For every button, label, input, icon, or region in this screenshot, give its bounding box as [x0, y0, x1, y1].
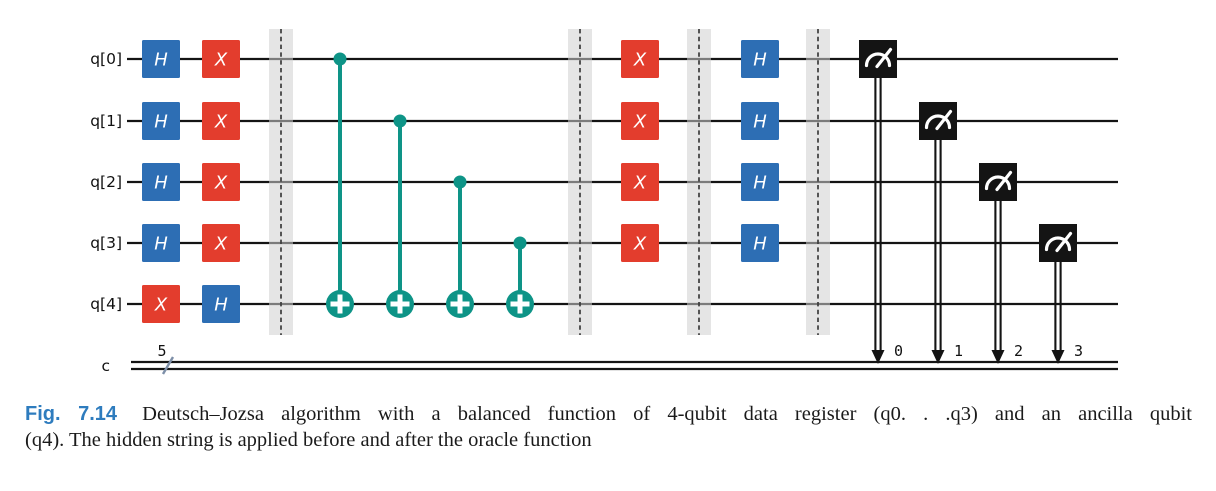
gate-h [142, 163, 180, 201]
quantum-circuit-diagram: q[0] q[1] q[2] q[3] q[4] c 5 H H H H X X X X X H X X X X H H H H… [90, 29, 1118, 375]
gate-label: H [154, 50, 168, 71]
cnot-control-dot [453, 175, 467, 189]
qubit-label: q[4] [90, 295, 122, 313]
measurement-gate [919, 102, 957, 140]
gate-label: X [633, 50, 647, 71]
measurement-needle-icon [1055, 231, 1073, 253]
gate-x [621, 224, 659, 262]
cnot-control-dot [513, 236, 527, 250]
cnot-control-dot [393, 114, 407, 128]
gate-h [741, 224, 779, 262]
cnot-control-dot [333, 52, 347, 66]
gate-label: X [633, 173, 647, 194]
qubit-label: q[0] [90, 50, 122, 68]
measure-arrow-icon [931, 350, 945, 364]
gate-label: X [214, 234, 228, 255]
measure-arrow-icon [991, 350, 1005, 364]
gate-label: H [753, 112, 767, 133]
gate-label: H [753, 173, 767, 194]
gate-x [202, 163, 240, 201]
gate-h [741, 163, 779, 201]
gate-label: X [633, 112, 647, 133]
gate-label: H [154, 234, 168, 255]
figure-7-14: q[0] q[1] q[2] q[3] q[4] c 5 H H H H X X X X X H X X X X H H H H… [25, 29, 1192, 453]
qubit-label: q[2] [90, 173, 122, 191]
gate-x [202, 40, 240, 78]
caption-line-1: Fig. 7.14 Deutsch–Jozsa algorithm with a… [25, 402, 1192, 428]
gate-label: X [633, 234, 647, 255]
measurement-needle-icon [995, 170, 1013, 192]
measurement-needle-icon [935, 109, 953, 131]
gate-label: H [753, 234, 767, 255]
gate-x [621, 163, 659, 201]
gate-x [621, 40, 659, 78]
gate-h [741, 40, 779, 78]
measure-target-label: 3 [1074, 342, 1083, 360]
qubit-label: q[1] [90, 112, 122, 130]
gate-x [621, 102, 659, 140]
figure-label: Fig. 7.14 [25, 403, 118, 425]
gate-label: H [214, 295, 228, 316]
measure-arrow-icon [1051, 350, 1065, 364]
gate-label: H [753, 50, 767, 71]
measure-arrow-icon [871, 350, 885, 364]
gate-label: X [214, 112, 228, 133]
measurement-meter-icon [864, 52, 892, 68]
measure-target-label: 0 [894, 342, 903, 360]
caption-line-2: (q4). The hidden string is applied befor… [25, 428, 592, 451]
gate-h [142, 224, 180, 262]
measure-target-label: 2 [1014, 342, 1023, 360]
gate-h [202, 285, 240, 323]
gate-h [142, 102, 180, 140]
classical-label: c [101, 357, 110, 375]
measure-target-label: 1 [954, 342, 963, 360]
gate-h [741, 102, 779, 140]
measurement-meter-icon [1044, 236, 1072, 252]
gate-x [142, 285, 180, 323]
measurement-needle-icon [875, 47, 893, 69]
gate-h [142, 40, 180, 78]
gate-label: H [154, 173, 168, 194]
gate-label: X [154, 295, 168, 316]
gate-x [202, 224, 240, 262]
gate-label: X [214, 50, 228, 71]
measurement-gate [1039, 224, 1077, 262]
gate-x [202, 102, 240, 140]
figure-caption: Fig. 7.14 Deutsch–Jozsa algorithm with a… [25, 402, 1192, 453]
bus-width-label: 5 [157, 342, 166, 360]
gate-label: H [154, 112, 168, 133]
measurement-gate [859, 40, 897, 78]
measurement-meter-icon [924, 114, 952, 130]
measurement-meter-icon [984, 175, 1012, 191]
gate-label: X [214, 173, 228, 194]
bus-width-slash [161, 356, 175, 375]
qubit-label: q[3] [90, 234, 122, 252]
measurement-gate [979, 163, 1017, 201]
caption-text-1: Deutsch–Jozsa algorithm with a balanced … [142, 403, 1192, 425]
